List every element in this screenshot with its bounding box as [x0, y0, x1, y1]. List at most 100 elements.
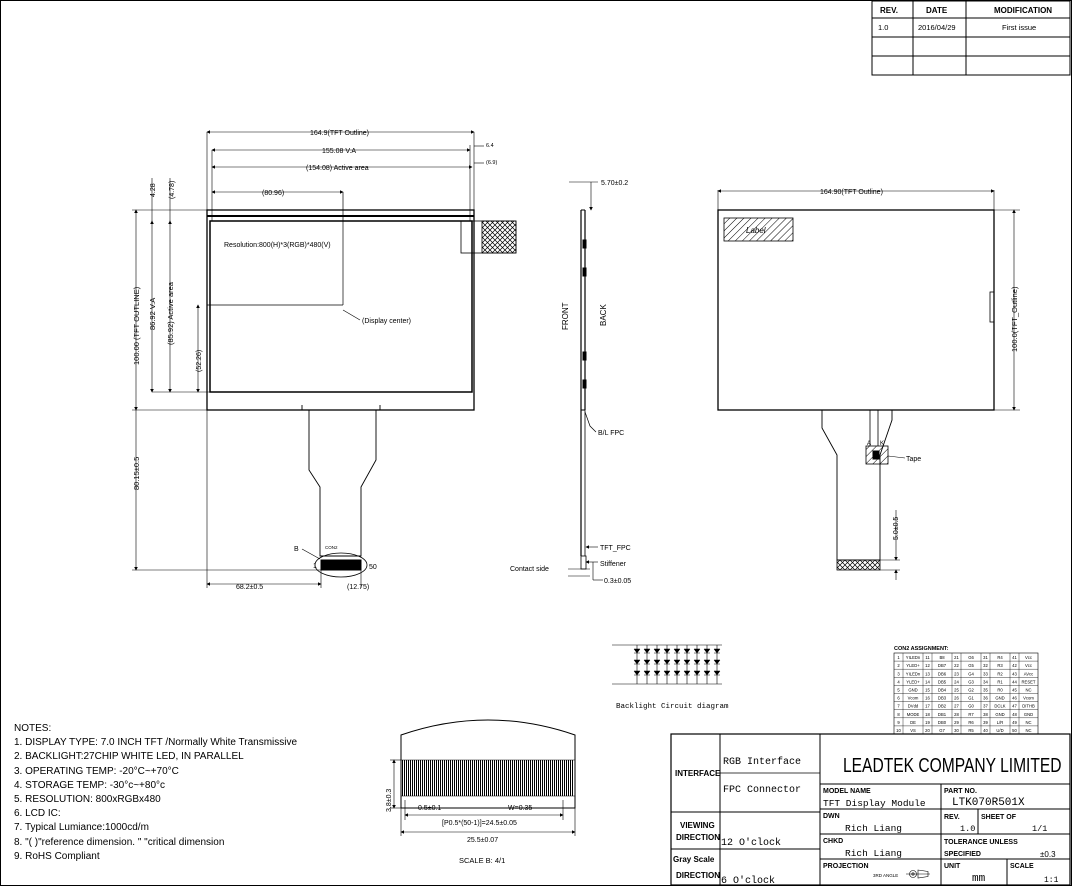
dim-va-h: 86.92 V.A — [148, 298, 157, 330]
con2-cell: 13 — [925, 671, 930, 676]
con2-cell: G2 — [968, 688, 974, 693]
model-name-label: MODEL NAME — [823, 788, 871, 795]
chkd-value: Rich Liang — [845, 848, 902, 859]
con2-cell: DB4 — [938, 688, 947, 693]
tolerance-value: ±0.3 — [1040, 850, 1056, 859]
con2-cell: U/D — [996, 728, 1003, 733]
label-con2: CON2 — [325, 545, 338, 550]
modification-header: MODIFICATION — [994, 6, 1052, 15]
led-icon — [713, 670, 721, 676]
back-outline-h: 100.0(TFT_Outline) — [1010, 286, 1019, 352]
con2-cell: 18 — [925, 712, 930, 717]
con2-cell: DB6 — [938, 671, 947, 676]
pad-w-dim: W=0.35 — [508, 805, 532, 812]
con2-cell: 42 — [1012, 663, 1017, 668]
con2-cell: G0 — [968, 704, 974, 709]
con2-cell: 49 — [1012, 720, 1017, 725]
con2-cell: DCLK — [994, 704, 1005, 709]
led-icon — [673, 659, 681, 665]
height-dim: 3.8±0.3 — [386, 789, 393, 812]
con2-cell: 1 — [897, 655, 900, 660]
led-icon — [633, 670, 641, 676]
projection-label: PROJECTION — [823, 863, 869, 870]
con2-cell: G7 — [939, 728, 945, 733]
con2-cell: G5 — [968, 663, 974, 668]
led-icon — [683, 659, 691, 665]
dim-6-9: (6.9) — [486, 160, 497, 166]
con2-cell: 12 — [925, 663, 930, 668]
gray-direction-label: DIRECTION — [676, 871, 720, 880]
tape-label: Tape — [906, 456, 921, 463]
led-icon — [653, 648, 661, 654]
con2-title: CON2 ASSIGNMENT: — [894, 646, 949, 652]
con2-cell: 41 — [1012, 655, 1017, 660]
sheet-label: SHEET OF — [981, 814, 1017, 821]
note-item: 1. DISPLAY TYPE: 7.0 INCH TFT /Normally … — [14, 737, 298, 749]
con2-cell: B8 — [939, 655, 945, 660]
con2-cell: 23 — [954, 671, 959, 676]
back-fpc-dim: 5.0±0.5 — [893, 517, 900, 540]
con2-cell: 21 — [954, 655, 959, 660]
led-icon — [713, 648, 721, 654]
thickness-dim: 5.70±0.2 — [601, 180, 628, 187]
con2-cell: 28 — [954, 712, 959, 717]
anode-label: A — [867, 441, 871, 447]
led-icon — [673, 670, 681, 676]
con2-cell: NC — [1025, 688, 1031, 693]
con2-cell: Vcc — [1025, 663, 1032, 668]
projection-icon — [906, 869, 930, 879]
led-icon — [663, 670, 671, 676]
con2-cell: 24 — [954, 679, 959, 684]
back-label: BACK — [599, 304, 608, 326]
con2-cell: 27 — [954, 704, 959, 709]
stiffener-label: Stiffener — [600, 561, 627, 568]
note-item: 7. Typical Lumiance:1000cd/m — [14, 822, 149, 834]
bl-fpc-label: B/L FPC — [598, 430, 624, 437]
con2-cell: 22 — [954, 663, 959, 668]
front-view — [132, 130, 517, 588]
led-icon — [633, 648, 641, 654]
con2-cell: Vcom — [908, 696, 919, 701]
fpc-contact-block — [320, 559, 362, 571]
con2-cell: 36 — [983, 696, 988, 701]
con2-cell: DB0 — [938, 720, 947, 725]
label-area — [723, 217, 794, 242]
dim-va-w: 155.08 V.A — [322, 148, 356, 155]
con2-cell: YILEDn — [906, 655, 921, 660]
front-view-labels: 164.9(TFT Outline) 155.08 V.A (154.08) A… — [132, 130, 497, 591]
dwn-value: Rich Liang — [845, 823, 902, 834]
led-icon — [653, 670, 661, 676]
led-icon — [633, 659, 641, 665]
con2-cell: 19 — [925, 720, 930, 725]
con2-cell: DE — [910, 720, 916, 725]
backlight-caption: Backlight Circuit diagram — [616, 703, 729, 711]
unit-label: UNIT — [944, 863, 961, 870]
con2-cell: 46 — [1012, 696, 1017, 701]
viewing-direction: 12 O'clock — [721, 837, 781, 849]
backlight-circuit — [612, 644, 722, 685]
viewing-direction-label: DIRECTION — [676, 833, 720, 842]
con2-cell: Vcom — [1023, 696, 1034, 701]
con2-cell: L/R — [997, 720, 1004, 725]
con2-cell: DVdd — [908, 704, 919, 709]
con2-cell: 5 — [897, 688, 900, 693]
con2-cell: R2 — [997, 671, 1003, 676]
led-icon — [713, 659, 721, 665]
con2-cell: GND — [908, 688, 917, 693]
dim-center-y: (52.26) — [196, 350, 203, 372]
pin-1-label: 1 — [313, 563, 317, 570]
dim-active-w: (154.08) Active area — [306, 165, 369, 172]
con2-cell: AVcc — [1024, 671, 1033, 676]
con2-cell: 48 — [1012, 712, 1017, 717]
led-icon — [643, 648, 651, 654]
con2-cell: 40 — [983, 728, 988, 733]
dim-fpc-len: 80.15±0.5 — [132, 457, 141, 490]
notes-title: NOTES: — [14, 723, 52, 734]
con2-cell: 2 — [897, 663, 900, 668]
led-icon — [703, 659, 711, 665]
con2-cell: 9 — [897, 720, 900, 725]
gray-scale-label: Gray Scale — [673, 855, 715, 864]
dim-4-28: 4.28 — [150, 183, 157, 197]
